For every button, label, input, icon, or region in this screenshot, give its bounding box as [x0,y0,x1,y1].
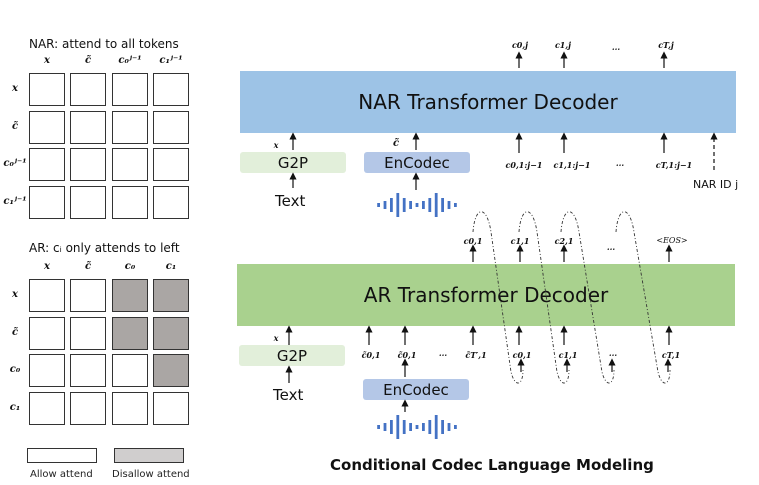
nar-mask-col-header: c₁ʲ⁻¹ [159,55,183,66]
nar-audio-waveform-icon [377,193,457,217]
nar-mask-row-header: c₀ʲ⁻¹ [3,158,27,169]
nar-input-ellipsis: ... [615,158,625,168]
ar-input-token: c1,1 [558,350,578,360]
ar-mask-col-header: x [44,261,50,272]
nar-mask-cell-allowed [29,73,65,106]
legend-disallow-swatch [114,448,184,463]
nar-mask-col-header: c̃ [84,55,92,66]
ar-mask-cell-allowed [70,354,106,387]
ar-mask-cell-disallowed [153,317,189,350]
nar-mask-cell-allowed [70,148,106,181]
ar-input-token: cT,1 [661,350,681,360]
nar-mask-cell-allowed [153,148,189,181]
ar-prompt-token: c̃0,1 [397,350,417,360]
nar-g2p-module: G2P [240,152,346,173]
ar-mask-cell-allowed [112,392,148,425]
ar-encodec-module: EnCodec [363,379,469,400]
nar-mask-row-header: c₁ʲ⁻¹ [3,196,27,207]
ar-feedback-curve [472,211,524,384]
nar-mask-cell-allowed [153,73,189,106]
ar-mask-cell-disallowed [112,317,148,350]
legend-disallow-label: Disallow attend [112,469,190,480]
nar-output-token: c0,j [511,40,529,50]
nar-mask-cell-allowed [29,111,65,144]
ar-eos-token: <EOS> [656,236,688,245]
ar-mask-cell-disallowed [153,354,189,387]
ar-prompt-token: c̃0,1 [361,350,381,360]
ar-mask-row-header: x [12,289,18,300]
ar-mask-cell-disallowed [153,279,189,312]
nar-mask-cell-allowed [112,148,148,181]
nar-x-label: x [273,140,279,150]
ar-feedback-curve [560,211,615,384]
ar-mask-cell-allowed [70,392,106,425]
ar-feedback-curve [615,211,671,384]
ar-mask-cell-allowed [153,392,189,425]
ar-mask-cell-allowed [29,354,65,387]
ar-mask-row-header: c₁ [9,402,21,413]
ar-mask-col-header: c₀ [124,261,136,272]
nar-c-tilde-label: c̃ [392,138,400,149]
ar-output-token: c0,1 [463,236,483,246]
nar-mask-cell-allowed [112,186,148,219]
ar-mask-cell-allowed [29,279,65,312]
ar-mask-cell-allowed [112,354,148,387]
nar-mask-cell-allowed [29,186,65,219]
ar-mask-col-header: c̃ [84,261,92,272]
ar-mask-caption: AR: cᵢ only attends to left [29,241,180,255]
nar-mask-cell-allowed [112,73,148,106]
legend-allow-label: Allow attend [30,469,93,480]
ar-input-ellipsis: ... [608,348,618,358]
ar-x-label: x [273,333,279,343]
ar-feedback-curve [518,211,570,384]
nar-mask-col-header: x [44,55,50,66]
nar-mask-cell-allowed [112,111,148,144]
ar-prompt-token: c̃T′,1 [465,350,487,360]
legend-allow-swatch [27,448,97,463]
nar-encodec-module: EnCodec [364,152,470,173]
nar-output-ellipsis: ... [611,42,621,52]
nar-mask-cell-allowed [70,186,106,219]
ar-mask-cell-allowed [29,317,65,350]
nar-mask-cell-allowed [70,111,106,144]
nar-mask-row-header: c̃ [11,121,19,132]
nar-mask-cell-allowed [29,148,65,181]
ar-text-label: Text [273,386,304,404]
nar-input-token: cT,1:j−1 [655,160,693,170]
ar-output-token: c1,1 [510,236,530,246]
ar-g2p-module: G2P [239,345,345,366]
ar-output-ellipsis: ... [606,242,616,252]
nar-input-token: c0,1:j−1 [505,160,543,170]
nar-input-token: c1,1:j−1 [553,160,591,170]
ar-mask-col-header: c₁ [165,261,177,272]
ar-audio-waveform-icon [377,415,457,439]
nar-mask-cell-allowed [153,111,189,144]
ar-prompt-ellipsis: ... [438,348,448,358]
ar-mask-cell-allowed [70,279,106,312]
ar-mask-cell-disallowed [112,279,148,312]
nar-transformer-decoder: NAR Transformer Decoder [240,71,736,133]
nar-mask-row-header: x [12,83,18,94]
ar-input-token: c0,1 [512,350,532,360]
nar-mask-cell-allowed [70,73,106,106]
nar-text-label: Text [275,192,306,210]
ar-transformer-decoder: AR Transformer Decoder [237,264,735,326]
nar-mask-cell-allowed [153,186,189,219]
nar-output-token: c1,j [554,40,572,50]
ar-output-token: c2,1 [554,236,574,246]
ar-mask-row-header: c̃ [11,327,19,338]
nar-mask-col-header: c₀ʲ⁻¹ [118,55,142,66]
figure-title: Conditional Codec Language Modeling [330,456,654,474]
ar-mask-cell-allowed [70,317,106,350]
ar-mask-cell-allowed [29,392,65,425]
nar-id-label: NAR ID j [693,178,739,191]
nar-mask-caption: NAR: attend to all tokens [29,37,179,51]
ar-mask-row-header: c₀ [9,364,21,375]
nar-output-token: cT,j [658,40,674,50]
